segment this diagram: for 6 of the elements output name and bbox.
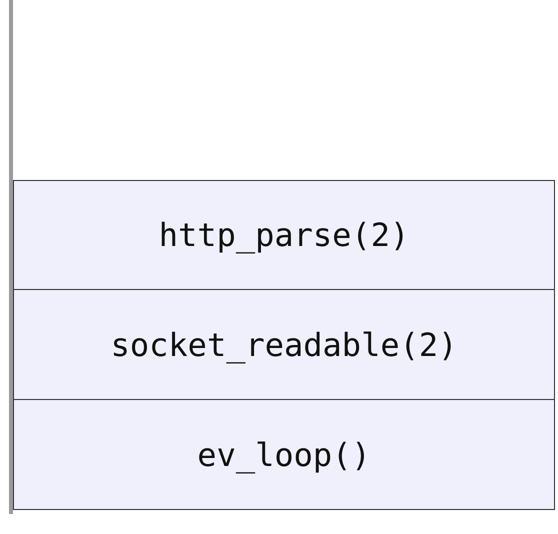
stack-frame (13, 180, 555, 290)
function-name: http_parse(2) (158, 216, 410, 254)
function-name: ev_loop() (197, 436, 371, 474)
stack-frame (13, 290, 555, 400)
stack-frame (13, 400, 555, 510)
function-name: socket_readable(2) (110, 326, 458, 364)
